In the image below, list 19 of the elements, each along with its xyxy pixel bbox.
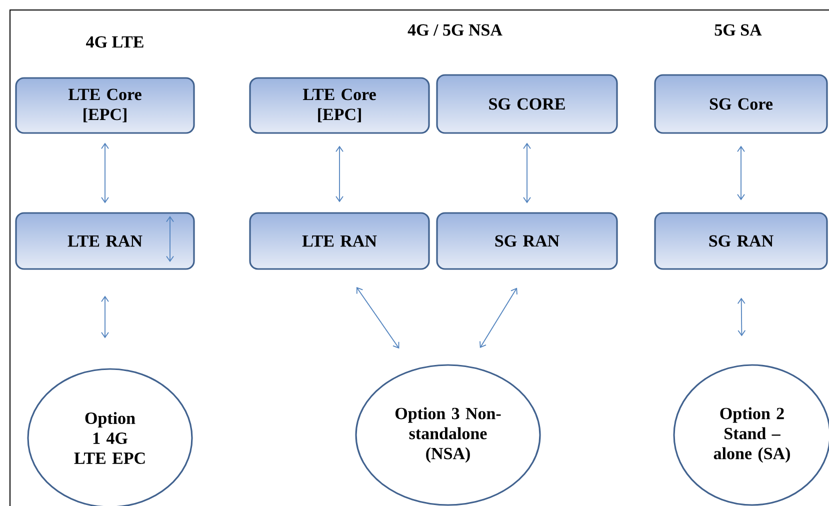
process-box: LTE RAN — [15, 212, 195, 270]
process-box: LTE Core [EPC] — [249, 77, 430, 134]
process-box: LTE RAN — [249, 212, 430, 270]
process-box: SG Core — [654, 74, 828, 134]
arrow — [737, 298, 746, 336]
column-heading: 5G SA — [714, 24, 762, 36]
process-box: SG RAN — [654, 212, 828, 270]
arrow — [101, 142, 109, 204]
process-box: SG RAN — [436, 212, 618, 270]
arrow — [356, 287, 400, 349]
process-box: LTE Core [EPC] — [15, 77, 195, 134]
column-heading: 4G / 5G NSA — [408, 24, 502, 36]
arrow — [101, 296, 109, 338]
arrow — [336, 146, 344, 202]
arrow — [523, 142, 531, 204]
arrow — [480, 288, 518, 348]
column-heading: 4G LTE — [86, 36, 144, 48]
process-box: SG CORE — [436, 74, 618, 134]
arrow — [737, 146, 745, 200]
